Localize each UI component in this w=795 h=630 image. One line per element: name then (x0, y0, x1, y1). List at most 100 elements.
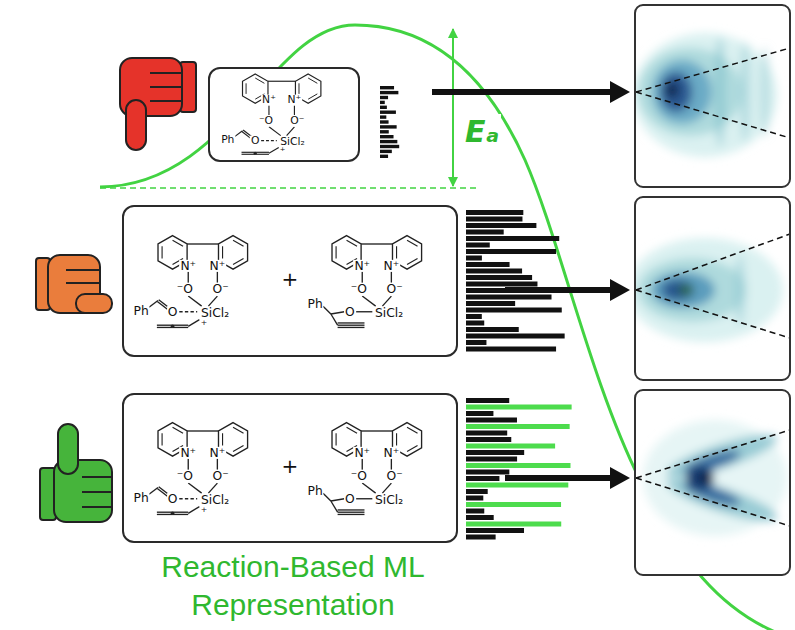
feature-bar (380, 130, 389, 133)
bond-line (407, 240, 417, 246)
density-map (636, 420, 790, 536)
feature-vector (466, 210, 565, 352)
atom-label: + (281, 269, 300, 289)
density-blob (665, 82, 679, 98)
bond-line (407, 427, 417, 433)
bond-line (347, 427, 357, 433)
heatmap-panel (633, 5, 790, 187)
bond-line (233, 445, 243, 451)
atom-label: O⁻ (386, 470, 404, 482)
feature-bar (380, 145, 399, 148)
bond-line (331, 314, 338, 325)
density-blob (663, 427, 781, 486)
activation-energy-label: Eₐ (463, 114, 501, 149)
allene-dot (254, 152, 257, 155)
feature-bar (380, 111, 396, 114)
thumbs-up-icon (40, 424, 112, 522)
bond-line (336, 246, 337, 258)
bond-line (187, 430, 218, 431)
feature-bar-green (466, 424, 570, 429)
bond-line (222, 433, 223, 445)
bond-line (187, 243, 218, 244)
bond-line (336, 433, 337, 445)
bond-line (157, 512, 173, 513)
bond-line (173, 427, 183, 433)
bond-line (173, 512, 189, 513)
structure-box: N⁺N⁺⁻OO⁻PhOSiCl₂⁺+N⁺N⁺⁻OO⁻SiCl₂PhO (122, 205, 458, 357)
bond-line (217, 458, 218, 469)
feature-bar (466, 223, 536, 228)
atom-label: O (167, 306, 179, 318)
feature-bar (466, 236, 559, 241)
bond-line (233, 427, 243, 433)
panel-ground (635, 5, 790, 187)
bond-line (338, 327, 365, 328)
density-blob (638, 48, 742, 136)
bond-line (222, 246, 223, 258)
hand-part (76, 294, 112, 313)
bond-line (308, 78, 317, 83)
bond-line (149, 301, 158, 308)
atom-label: O (167, 493, 179, 505)
atom-label: O⁻ (212, 470, 230, 482)
feature-bar (466, 282, 537, 287)
bond-line (173, 240, 183, 246)
atom-label: ⁺ (200, 319, 209, 331)
bond-line (162, 433, 163, 445)
feature-bar (466, 334, 565, 339)
atom-label: N⁺ (287, 95, 303, 106)
bond-line (188, 507, 199, 514)
bond-line (157, 325, 173, 326)
bond-line (255, 78, 264, 83)
feature-bar (380, 125, 397, 128)
atom-label: SiCl₂ (374, 494, 404, 506)
arrow-shaft (432, 89, 612, 95)
bond-line (188, 483, 201, 493)
feature-bar (380, 86, 394, 89)
finger-line (82, 491, 112, 493)
bond-line (269, 147, 279, 153)
feature-bar (380, 140, 397, 143)
feature-bar (380, 155, 388, 158)
atom-label: ⁻O (176, 470, 194, 482)
atom-label: N⁺ (353, 447, 371, 459)
feature-bar (466, 496, 483, 501)
feature-vector (380, 86, 399, 158)
feature-bar (466, 457, 517, 462)
bond-line (255, 152, 269, 153)
bond-line (362, 296, 375, 306)
feature-bar (466, 528, 524, 533)
bond-line (188, 271, 189, 282)
bond-line (188, 296, 201, 306)
bond-line (255, 154, 269, 155)
feature-bar (466, 256, 482, 261)
bond-line (173, 325, 189, 326)
bond-line (179, 311, 197, 312)
bond-line (208, 296, 217, 306)
bond-line (173, 514, 189, 515)
atom-label: O (344, 306, 356, 318)
feature-bar (466, 347, 556, 352)
feature-bar (466, 437, 511, 442)
representation-caption: Reaction-Based ML Representation (118, 548, 468, 623)
density-blob (651, 272, 715, 308)
atom-label: O (344, 493, 356, 505)
atom-label: N⁺ (383, 447, 401, 459)
cone-line (636, 48, 790, 92)
feature-bar-green (466, 483, 568, 488)
flow-arrow (505, 279, 630, 301)
density-blob (715, 37, 725, 147)
bond-line (407, 258, 417, 264)
feature-bar (466, 489, 488, 494)
density-blob (735, 255, 745, 325)
thumb-sideways-icon (36, 255, 112, 313)
bond-line (294, 105, 295, 115)
feature-bar (466, 340, 486, 345)
atom-label: O⁻ (386, 283, 404, 295)
atom-label: Ph (133, 491, 150, 503)
bond-line (396, 246, 397, 258)
finger-line (66, 269, 100, 271)
density-blob (663, 471, 781, 530)
feature-bar (380, 106, 387, 109)
flow-arrow (432, 81, 630, 103)
